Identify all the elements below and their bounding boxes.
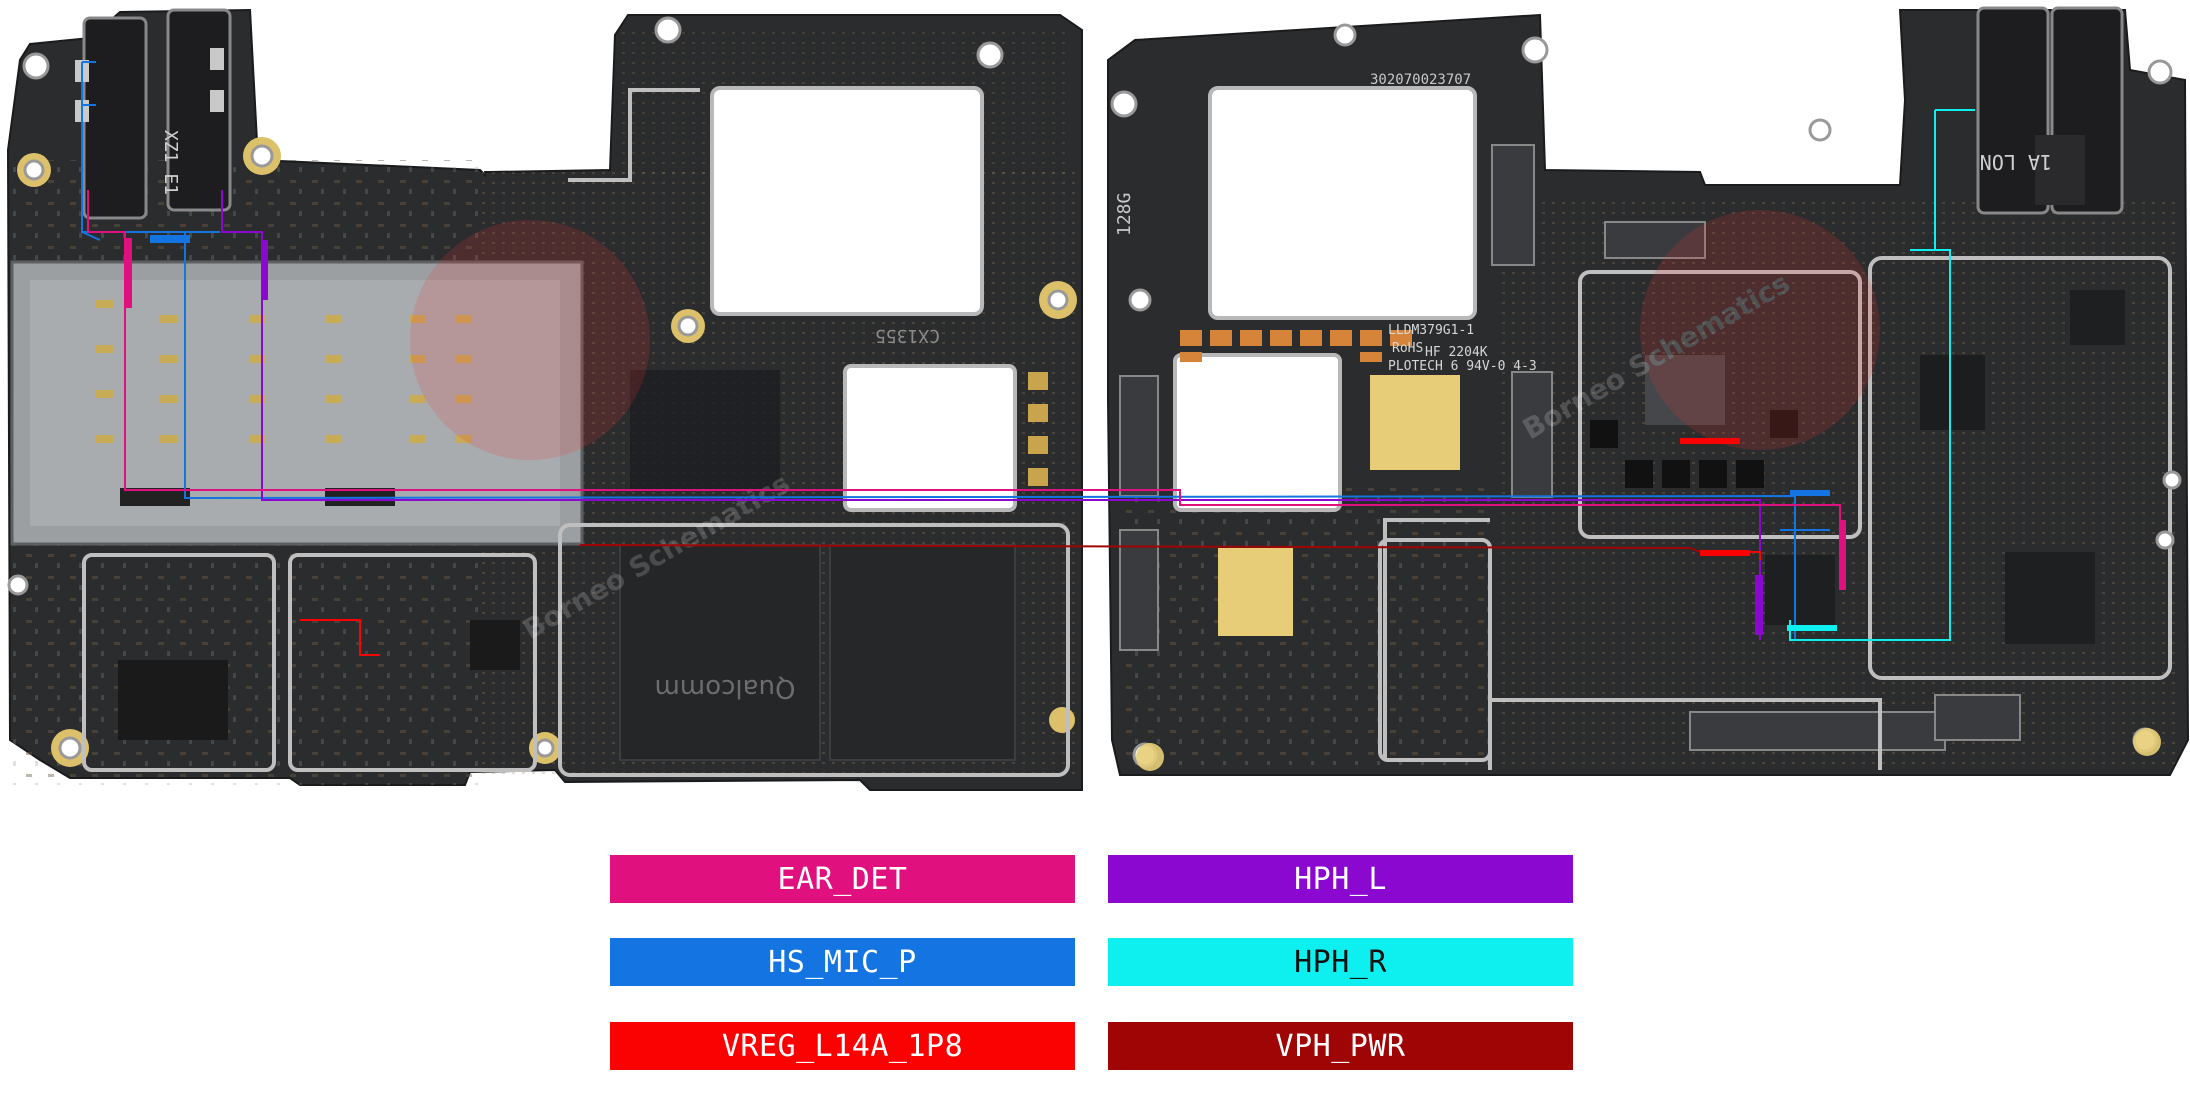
legend-label: HPH_R <box>1294 944 1387 980</box>
trace-vph-pwr <box>579 544 1701 553</box>
audio-codec-chip <box>1765 555 1835 625</box>
legend-label: VPH_PWR <box>1275 1028 1406 1064</box>
modem-chip <box>2005 552 2095 644</box>
gold-pad-small <box>1218 548 1293 636</box>
legend-label: HPH_L <box>1294 861 1387 897</box>
rev-mark: HF 2204K <box>1425 345 1488 360</box>
camera-cutout-right <box>1208 86 1477 320</box>
shield-frames-left <box>82 88 1070 777</box>
soc-chip <box>619 544 821 761</box>
legend-hph-r: HPH_R <box>1108 938 1573 986</box>
legend-vreg-l14a-1p8: VREG_L14A_1P8 <box>610 1022 1075 1070</box>
trace-hs-mic-p <box>81 61 1830 640</box>
board-connector-left-1 <box>1119 375 1159 497</box>
battery-connector <box>1934 694 2021 741</box>
storage-mark: 128G <box>1114 193 1135 236</box>
fpc-label-left: CX1355 <box>875 325 940 346</box>
board-connector-left-2 <box>1119 529 1159 651</box>
trace-hph-r <box>1789 109 1975 641</box>
rohs-mark: RoHS <box>1392 341 1423 356</box>
board-connector-top <box>1491 144 1535 266</box>
jack-marking-right: 1A LON <box>1980 150 2052 174</box>
legend-hs-mic-p: HS_MIC_P <box>610 938 1075 986</box>
trace-ear-det <box>87 190 1841 590</box>
audio-jack-left: XZ1 E1 <box>75 8 232 220</box>
board-connector-middle <box>1604 221 1706 259</box>
legend-label: EAR_DET <box>777 861 908 897</box>
left-board: XZ1 E1 Qualcomm CX1355 <box>6 8 1083 791</box>
legend-vph-pwr: VPH_PWR <box>1108 1022 1573 1070</box>
board-connector-bottom <box>1689 711 1946 751</box>
right-board: LLDM379G1-1 RoHS HF 2204K PLOTECH 6 94V-… <box>1107 6 2190 776</box>
rf-chip <box>1920 355 1985 430</box>
inductor-row <box>1590 410 1798 488</box>
audio-jack-right: 1A LON <box>1976 6 2124 215</box>
vendor-mark: PLOTECH 6 94V-0 4-3 <box>1388 359 1537 374</box>
pmic-chip <box>1645 355 1725 425</box>
serial-mark: 302070023707 <box>1370 72 1471 88</box>
gold-pad-large <box>1370 375 1460 470</box>
camera-cutout-top <box>710 86 984 316</box>
pcb-id: LLDM379G1-1 <box>1388 323 1474 338</box>
legend-hph-l: HPH_L <box>1108 855 1573 903</box>
memory-chip <box>829 544 1016 761</box>
legend-label: HS_MIC_P <box>768 944 917 980</box>
camera-cutout-bottom <box>843 364 1017 512</box>
jack-marking-left: XZ1 E1 <box>160 130 181 195</box>
highlight-bars <box>126 235 1846 635</box>
shield-frames-right <box>1378 256 2172 770</box>
soc-brand: Qualcomm <box>655 673 796 703</box>
legend-ear-det: EAR_DET <box>610 855 1075 903</box>
board-connector-center <box>1511 371 1553 498</box>
legend-label: VREG_L14A_1P8 <box>721 1028 964 1064</box>
camera-cutout-right-lower <box>1173 353 1342 512</box>
